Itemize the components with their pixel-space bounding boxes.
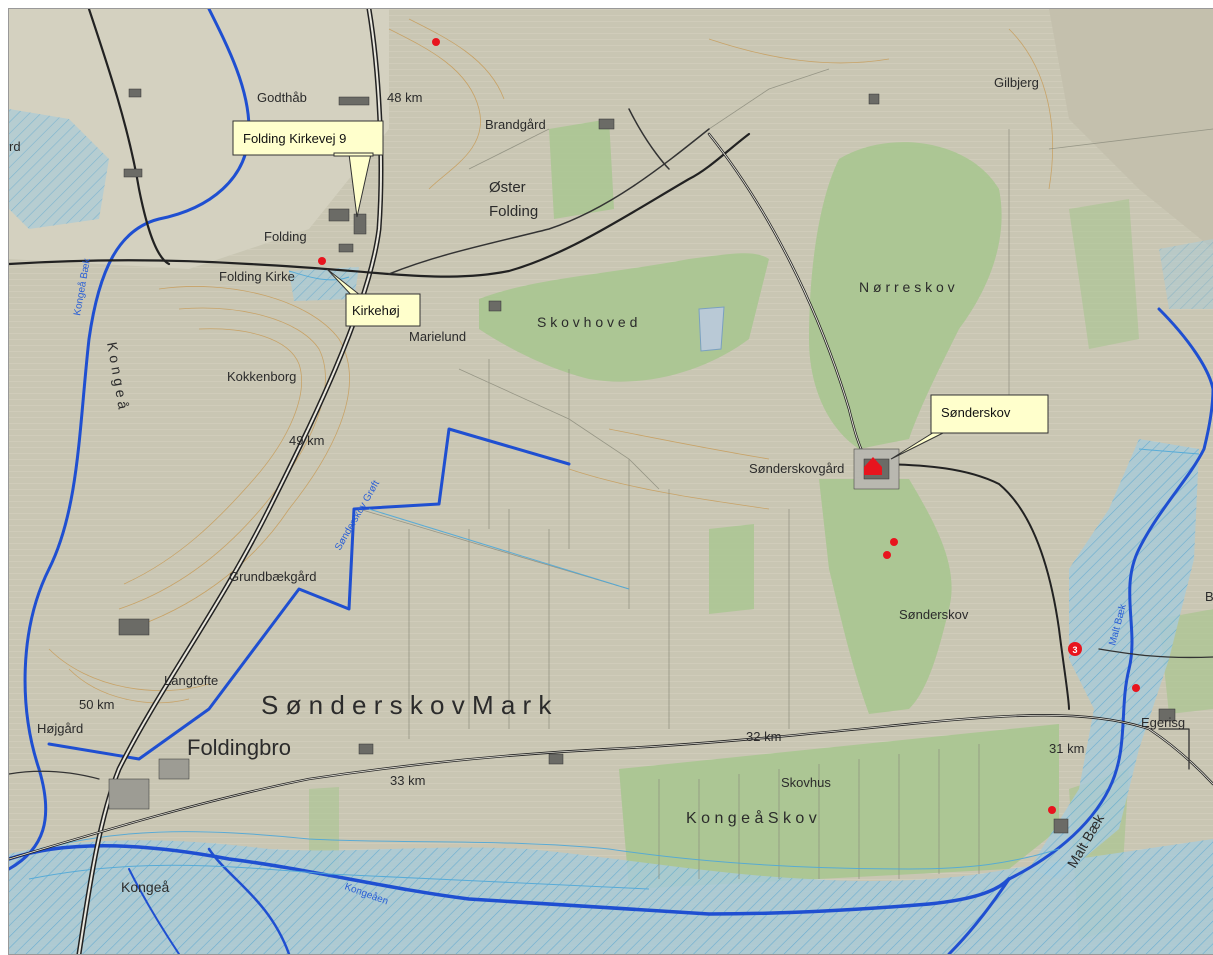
river-kongeaen — [9, 844, 1011, 916]
callout-text: Folding Kirkevej 9 — [243, 131, 346, 146]
label-langtofte: Langtofte — [164, 673, 218, 688]
road — [1158, 728, 1190, 770]
site-marker[interactable] — [432, 38, 440, 46]
label-kongea-skov: K o n g e å S k o v — [686, 809, 817, 827]
site-marker[interactable] — [1132, 684, 1140, 692]
label-marielund: Marielund — [409, 329, 466, 344]
road — [628, 108, 670, 170]
forest-skovhoved — [479, 253, 769, 382]
map-canvas[interactable]: 3 rd Godthåb 48 km Brandgård Gilbjerg Øs… — [9, 9, 1213, 954]
kongea-baek-floodzone — [9, 109, 109, 229]
label-hojgard: Højgård — [37, 721, 83, 736]
road — [868, 463, 1070, 710]
road-fill — [9, 714, 1213, 860]
malt-baek-floodzone — [1029, 439, 1199, 879]
label-kongea: Kongeå — [121, 879, 169, 895]
buildings — [108, 88, 1176, 834]
label-31km: 31 km — [1049, 741, 1084, 756]
label-33km: 33 km — [390, 773, 425, 788]
callout-sonderskov[interactable]: Sønderskov — [890, 394, 1049, 460]
upland-area — [9, 9, 389, 269]
site-markers — [318, 38, 1140, 814]
site-marker[interactable] — [1048, 806, 1056, 814]
numbered-site-label: 3 — [1072, 645, 1077, 655]
label-50km: 50 km — [79, 697, 114, 712]
callout-text: Sønderskov — [941, 405, 1011, 420]
label-egerisg: Egerisg — [1141, 715, 1185, 730]
label-skovhus: Skovhus — [781, 775, 831, 790]
label-oster-folding: Folding — [489, 203, 538, 220]
stream — [128, 868, 180, 954]
contour-lines — [48, 18, 1053, 704]
label-skovhoved: S k o v h o v e d — [537, 314, 637, 330]
road — [9, 770, 100, 780]
stream-sonderskov-groft — [47, 427, 571, 761]
stream — [1157, 307, 1213, 391]
upland-area — [1049, 9, 1213, 249]
stream — [207, 847, 291, 954]
callout-text: Kirkehøj — [352, 303, 400, 318]
flood-zones — [9, 109, 1213, 954]
road-folding — [9, 132, 751, 278]
label-folding-kirke: Folding Kirke — [219, 269, 295, 284]
site-marker[interactable] — [890, 538, 898, 546]
kongea-floodzone — [9, 839, 1213, 954]
label-norreskov: N ø r r e s k o v — [859, 279, 955, 295]
label-48km: 48 km — [387, 90, 422, 105]
label-rd: rd — [9, 139, 21, 154]
forest-norreskov — [809, 142, 1002, 449]
lake — [698, 306, 725, 352]
label-oster: Øster — [489, 179, 526, 196]
forest-patch — [709, 524, 754, 614]
forest-sonderskov — [819, 479, 952, 714]
numbered-site-marker[interactable] — [1068, 642, 1082, 656]
label-sonderskov-mark: S ø n d e r s k o v M a r k — [261, 690, 552, 720]
site-marker-kirkehoj[interactable] — [318, 257, 326, 265]
label-32km: 32 km — [746, 729, 781, 744]
label-grundbaekgard: Grundbækgård — [229, 569, 316, 584]
folding-floodzone — [289, 267, 359, 301]
label-godthab: Godthåb — [257, 90, 307, 105]
label-foldingbro: Foldingbro — [187, 735, 291, 760]
site-marker[interactable] — [883, 551, 891, 559]
ditches — [9, 270, 1200, 890]
forest-areas — [309, 119, 1213, 939]
forest-brandgard — [549, 119, 614, 219]
road — [1098, 648, 1213, 659]
label-b: B — [1205, 589, 1213, 604]
label-kokkenborg: Kokkenborg — [227, 369, 296, 384]
label-brandgard: Brandgård — [485, 117, 546, 132]
callout-kirkehoj[interactable]: Kirkehøj — [326, 268, 421, 327]
roads — [9, 9, 1213, 954]
label-folding: Folding — [264, 229, 307, 244]
place-labels: rd Godthåb 48 km Brandgård Gilbjerg Øste… — [9, 75, 1213, 895]
callout-folding-kirkevej[interactable]: Folding Kirkevej 9 — [232, 120, 384, 218]
forest-kongea-skov — [619, 724, 1059, 889]
label-sonderskovgard: Sønderskovgård — [749, 461, 844, 476]
site-marker-sonderskovgard[interactable] — [864, 457, 882, 475]
forest-patch — [1069, 199, 1139, 349]
road-main-fill — [78, 9, 382, 954]
stream — [947, 877, 1011, 954]
label-sonderskov-forest: Sønderskov — [899, 607, 969, 622]
road-fill — [708, 133, 870, 465]
map-frame[interactable]: 3 rd Godthåb 48 km Brandgård Gilbjerg Øs… — [8, 8, 1213, 955]
stream-malt-baek — [1007, 387, 1213, 881]
streams — [9, 9, 1213, 954]
floodzone — [1159, 239, 1213, 309]
label-gilbjerg: Gilbjerg — [994, 75, 1039, 90]
label-49km: 49 km — [289, 433, 324, 448]
